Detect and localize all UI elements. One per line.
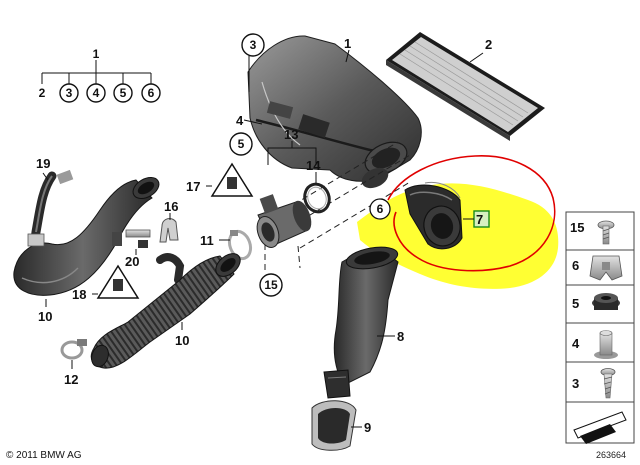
spacer-bush-icon [594,330,618,359]
legend-label-4: 4 [572,336,580,351]
air-filter-element [386,32,545,141]
callout-19: 19 [36,156,50,171]
legend-label-5: 5 [572,296,579,311]
grommet-icon [592,293,620,310]
intake-pipe-corrugated [90,253,241,369]
callout-9: 9 [364,420,371,435]
tree-label-4: 4 [93,86,100,100]
screw-3-icon [600,368,616,399]
reference-arrow-icon [573,411,627,444]
tree-label-6: 6 [148,86,155,100]
callout-12: 12 [64,372,78,387]
callout-8: 8 [397,329,404,344]
legend-label-3: 3 [572,376,579,391]
tree-label-3: 3 [66,86,73,100]
callout-2: 2 [485,37,492,52]
callout-20: 20 [125,254,139,269]
duct-seal [311,400,357,451]
screw-15-icon [597,220,615,245]
callout-1: 1 [344,36,351,51]
callout-5: 5 [238,137,245,151]
figure-number: 263664 [596,450,626,460]
callout-7: 7 [476,212,483,227]
callout-15-circle [259,273,283,297]
callout-10-mid: 10 [175,333,189,348]
callout-13: 13 [284,127,298,142]
sensor-connectors [112,229,151,248]
hose-clamp-12 [60,340,84,360]
fastener-legend [565,211,635,444]
callout-17: 17 [186,179,200,194]
legend-label-6: 6 [572,258,579,273]
o-ring [303,182,331,214]
callout-11: 11 [200,233,214,248]
intake-snorkel [323,246,399,399]
intake-adapter [256,194,312,248]
tree-label-5: 5 [120,86,127,100]
air-filter-housing [247,35,422,189]
legend-label-15: 15 [570,220,584,235]
callout-18: 18 [72,287,86,302]
tree-root-label: 1 [93,47,100,61]
callout-14: 14 [306,158,321,173]
callout-3-circle [241,33,265,57]
clip-nut-icon [589,255,623,281]
callout-6-circle [369,198,391,220]
red-annotation-loop [387,155,556,272]
rubber-boot [404,181,463,250]
callout-6: 6 [377,202,384,216]
callout-10-left: 10 [38,309,52,324]
copyright-text: © 2011 BMW AG [6,450,82,461]
callout-15: 15 [264,278,278,292]
assembly-tree [41,60,161,103]
callout-16: 16 [164,199,178,214]
intake-pipe-left [13,177,160,296]
callout-3: 3 [250,38,257,52]
mounting-bracket [159,218,179,243]
callout-4: 4 [236,113,244,128]
callout-5-circle [229,132,253,156]
tree-label-2: 2 [39,86,46,100]
